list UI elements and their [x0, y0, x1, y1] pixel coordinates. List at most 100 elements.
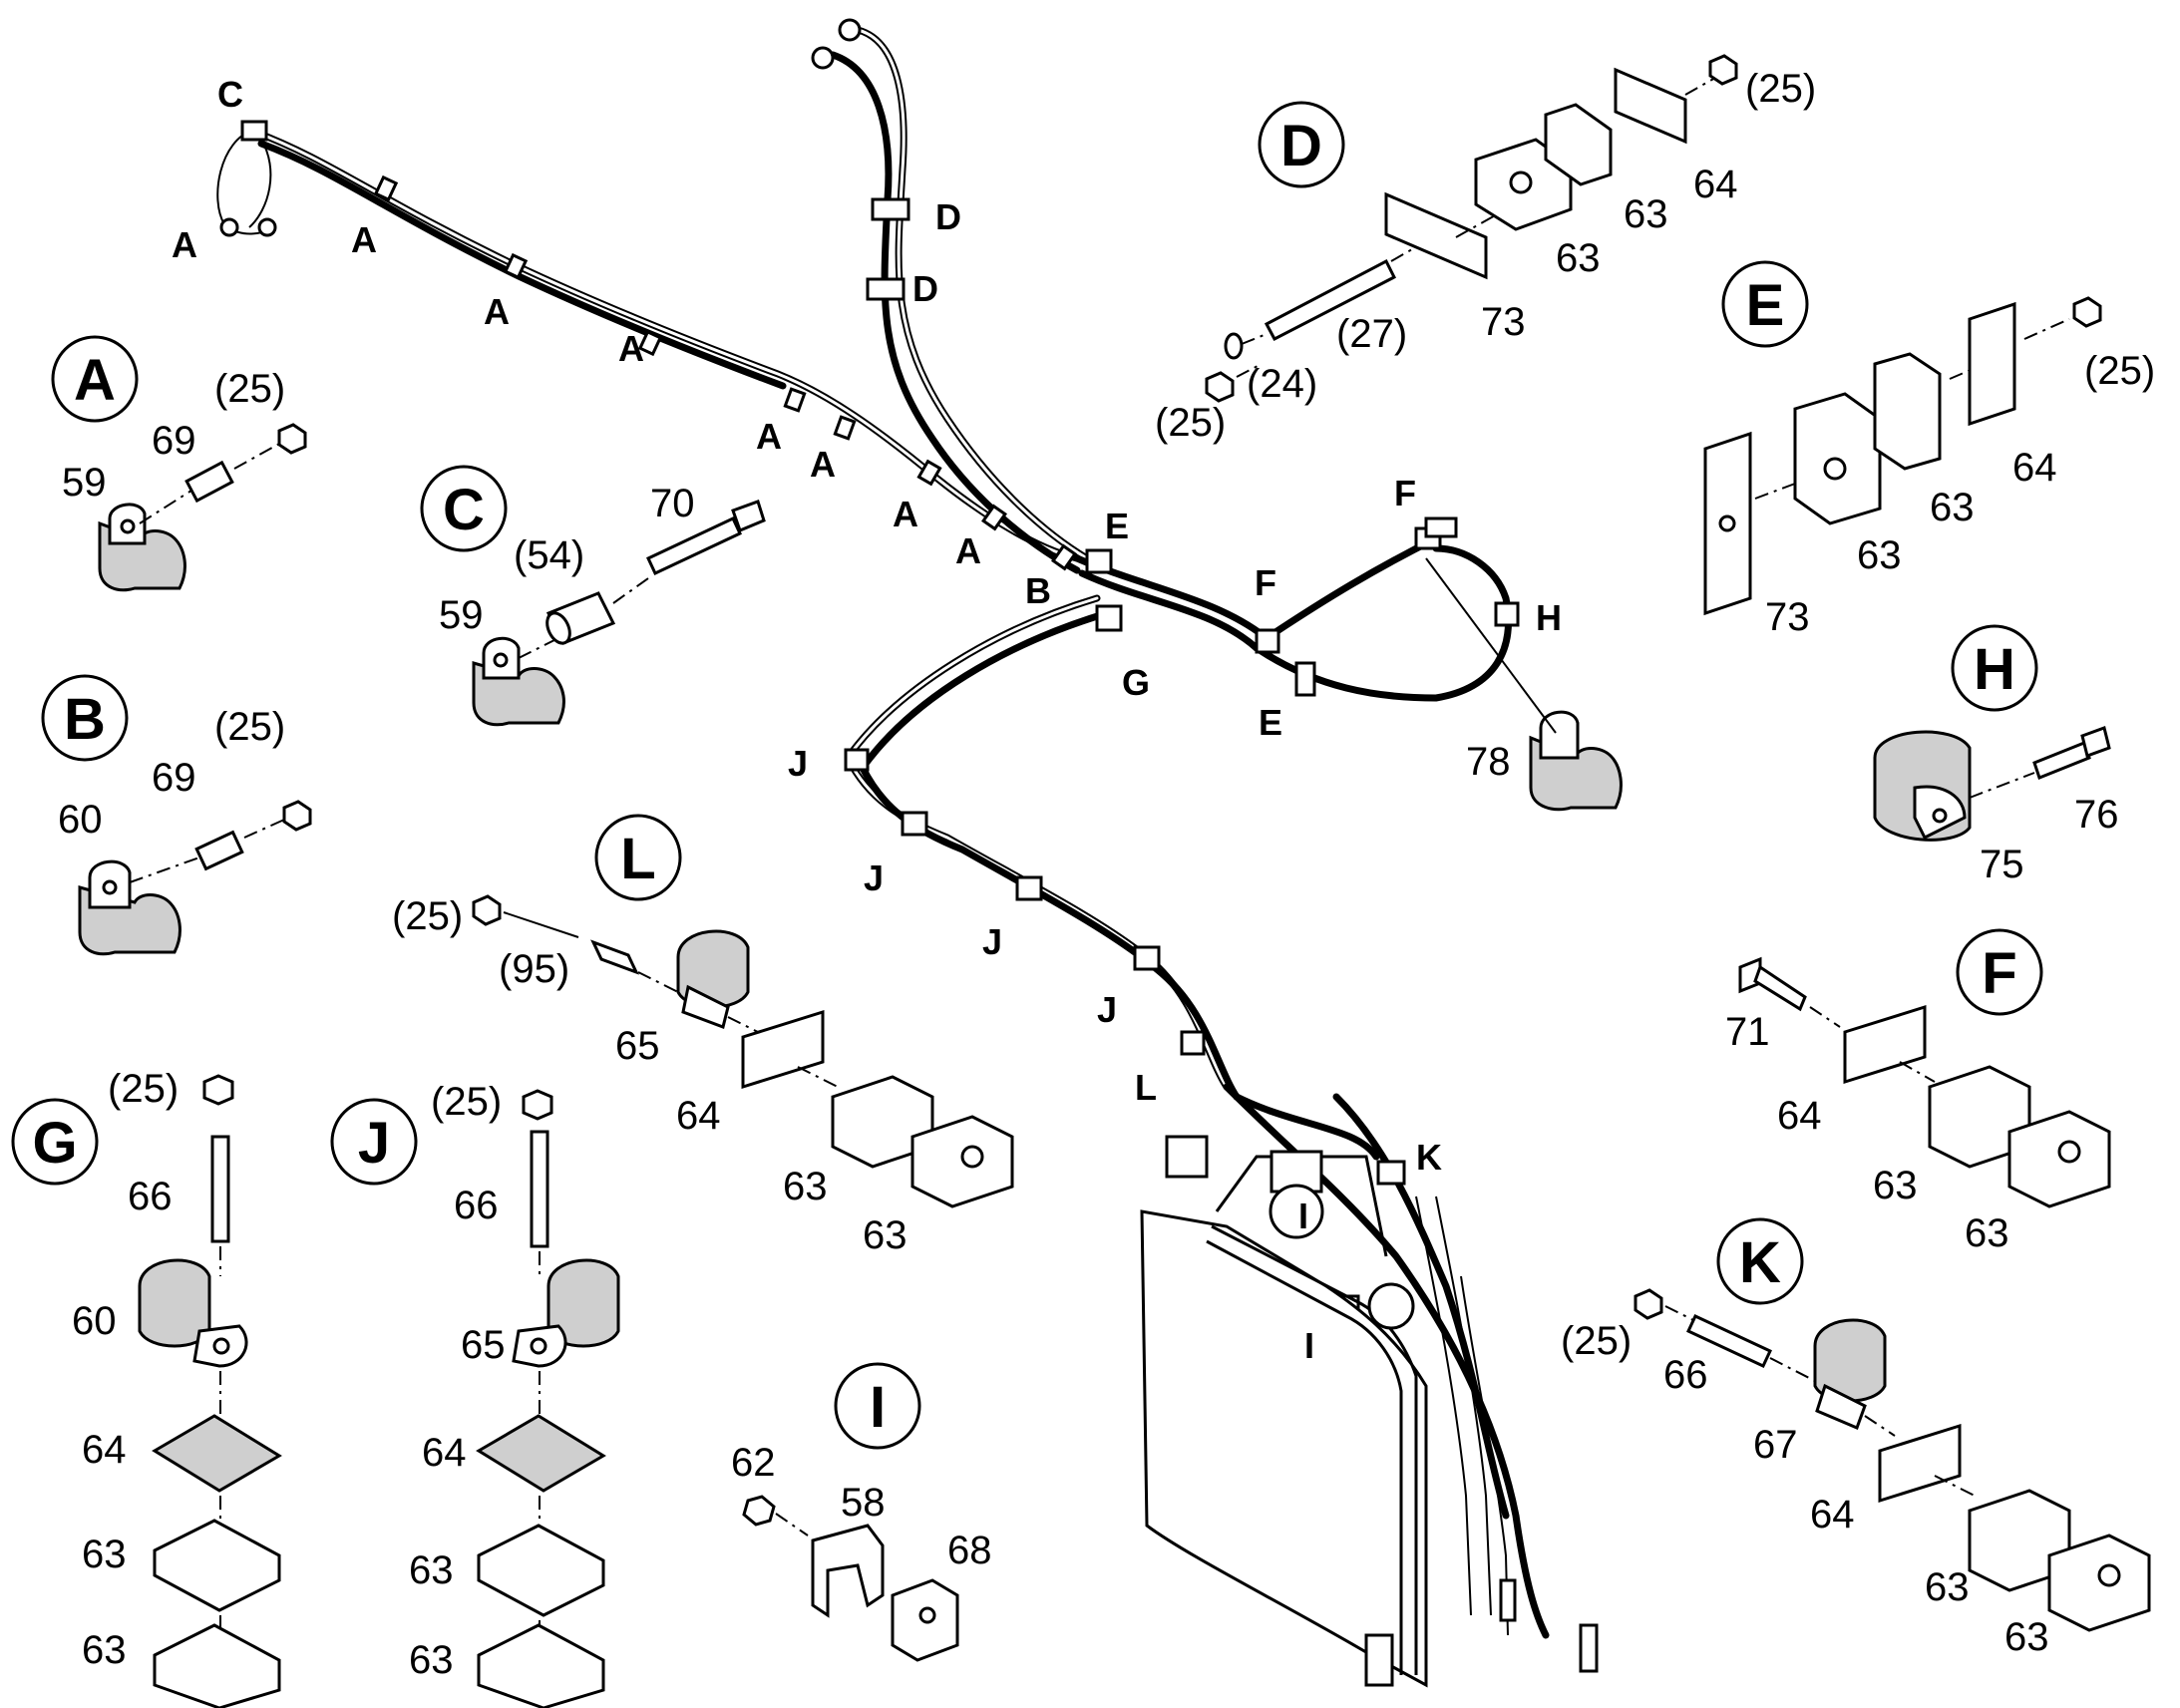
detail-circle-c: C — [420, 465, 508, 552]
locator-label: L — [1135, 1067, 1157, 1108]
locator-label: I — [1304, 1325, 1314, 1366]
locator-label: A — [955, 530, 981, 571]
svg-text:I: I — [870, 1375, 886, 1440]
detail-i — [742, 1495, 959, 1662]
locator-label: A — [756, 416, 782, 457]
part-label: (27) — [1336, 312, 1407, 356]
svg-text:K: K — [1739, 1230, 1781, 1295]
clip-78 — [1425, 557, 1623, 812]
part-label: (95) — [499, 947, 569, 991]
part-label: 63 — [1556, 236, 1601, 280]
detail-circle-j: J — [330, 1098, 418, 1186]
locator-label: F — [1394, 473, 1416, 513]
locator-label: A — [810, 444, 836, 485]
part-label: 64 — [82, 1428, 127, 1472]
detail-c — [472, 500, 766, 727]
part-label: 63 — [409, 1638, 454, 1682]
locator-label: D — [935, 196, 961, 237]
part-label: 63 — [1624, 192, 1668, 236]
locator-label: J — [864, 857, 884, 898]
tank — [1140, 1135, 1599, 1688]
detail-circle-l: L — [594, 814, 682, 901]
locator-label: J — [982, 921, 1002, 962]
part-label: (25) — [431, 1080, 502, 1124]
locator-label: H — [1536, 597, 1562, 638]
detail-j — [476, 1089, 620, 1708]
svg-text:B: B — [64, 687, 106, 752]
detail-circle-d: D — [1258, 101, 1345, 188]
part-label: 65 — [615, 1024, 660, 1068]
part-label: 63 — [1857, 533, 1902, 577]
detail-circle-a: A — [51, 335, 139, 423]
locator-label: A — [172, 224, 197, 265]
part-label: (25) — [214, 705, 285, 749]
detail-l — [472, 894, 1014, 1208]
locator-label: K — [1416, 1137, 1442, 1178]
part-label: (25) — [108, 1067, 179, 1111]
part-label: (25) — [392, 894, 463, 938]
detail-d — [1205, 54, 1738, 403]
part-label: 70 — [650, 482, 695, 525]
part-label: 76 — [2074, 793, 2119, 837]
detail-circle-e: E — [1721, 260, 1809, 348]
svg-text:E: E — [1746, 273, 1785, 338]
locator-label: J — [1097, 989, 1117, 1030]
locator-label: E — [1105, 506, 1129, 546]
locator-label: J — [788, 743, 808, 784]
part-label: 65 — [461, 1323, 506, 1367]
part-label: 73 — [1765, 595, 1810, 639]
detail-circle-k: K — [1716, 1217, 1804, 1305]
part-label: (25) — [2084, 349, 2155, 393]
part-label: (25) — [214, 367, 285, 411]
part-label: 67 — [1753, 1423, 1798, 1467]
part-label: 59 — [439, 593, 484, 637]
detail-f — [1738, 956, 2111, 1208]
locator-label: I — [1298, 1196, 1308, 1236]
part-label: 64 — [2012, 446, 2057, 490]
part-label: 64 — [676, 1094, 721, 1138]
part-label: 60 — [58, 798, 103, 842]
part-label: 58 — [841, 1481, 886, 1525]
locator-label: D — [912, 268, 938, 309]
part-label: (24) — [1247, 362, 1317, 406]
part-label: 63 — [1925, 1565, 1970, 1609]
svg-text:A: A — [74, 348, 116, 413]
locator-label: A — [484, 291, 510, 332]
part-label: 66 — [454, 1184, 499, 1227]
part-label: (25) — [1745, 67, 1816, 111]
locator-label: G — [1122, 662, 1150, 703]
detail-part-labels: 59 69 (25) 60 69 (25) 59 (54) 70 (25) (2… — [58, 67, 2155, 1682]
locator-label: A — [893, 494, 918, 534]
harness-clips — [373, 174, 1520, 1318]
part-label: 63 — [82, 1628, 127, 1672]
part-label: 63 — [409, 1548, 454, 1592]
part-label: 71 — [1725, 1010, 1770, 1054]
part-label: 63 — [1965, 1211, 2009, 1255]
part-label: 75 — [1980, 843, 2024, 886]
detail-circle-i: I — [834, 1362, 921, 1450]
svg-text:J: J — [358, 1111, 390, 1176]
part-label: 63 — [1930, 486, 1975, 529]
part-label: 62 — [731, 1441, 776, 1485]
detail-circle-f: F — [1956, 928, 2043, 1016]
detail-k — [1634, 1288, 2151, 1632]
main-harness — [216, 18, 1550, 1639]
part-label: 63 — [2004, 1615, 2049, 1659]
detail-b — [78, 800, 312, 956]
part-label: 68 — [947, 1529, 992, 1572]
part-label: 73 — [1481, 300, 1526, 344]
detail-circles: A B C D E F G H I J K L — [11, 101, 2043, 1450]
svg-text:C: C — [443, 478, 485, 542]
svg-text:F: F — [1982, 941, 2016, 1006]
part-label: (54) — [514, 533, 584, 577]
locator-label: F — [1255, 562, 1276, 603]
svg-text:D: D — [1280, 114, 1322, 178]
detail-a — [98, 423, 307, 592]
part-label: (25) — [1155, 401, 1226, 445]
detail-circle-g: G — [11, 1098, 99, 1186]
part-label: 64 — [1810, 1493, 1855, 1537]
part-label: 69 — [152, 419, 196, 463]
part-label: 63 — [82, 1533, 127, 1576]
part-label: 59 — [62, 461, 107, 505]
